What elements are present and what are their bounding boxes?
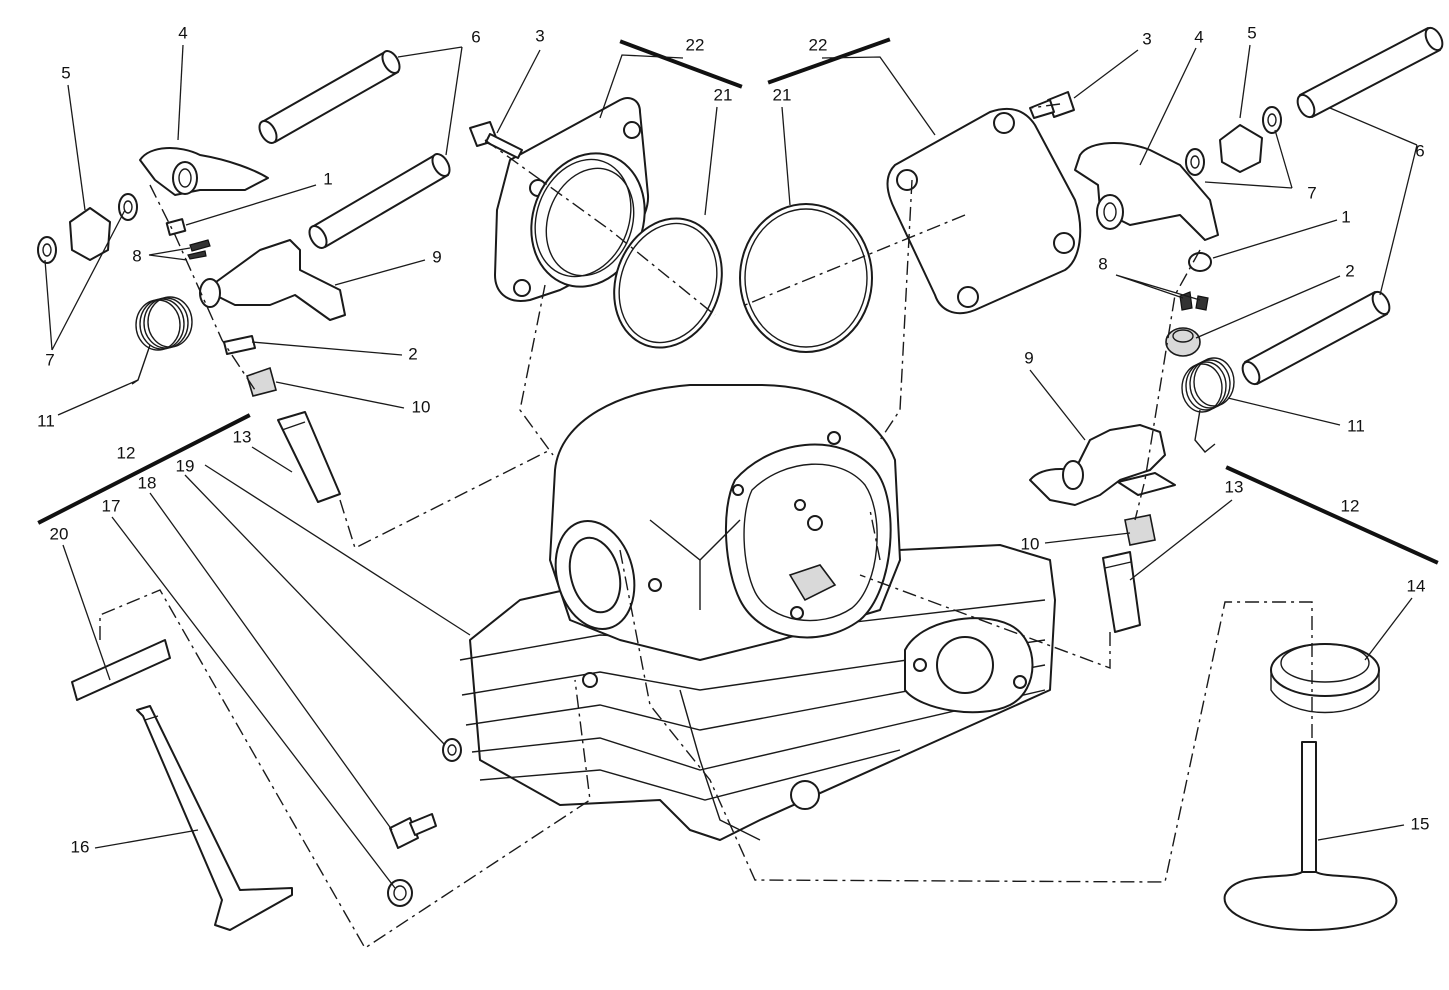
rocker-shaft-upper-right [1296,26,1444,119]
callout-14: 14 [1407,576,1426,595]
head-bolt-small [389,813,437,849]
valve-seal-right [1124,514,1156,546]
washer-head-bolt [442,738,462,762]
callout-7-right: 7 [1307,183,1316,202]
rocker-shaft-upper-left [258,50,401,144]
left-rocker-group [37,50,451,503]
callout-21-left: 21 [714,85,733,104]
bolt-left-cover [469,121,523,159]
shim-right [1188,252,1212,272]
callout-21-right: 21 [773,85,792,104]
rocker-shaft-lower-right [1241,290,1391,386]
callout-10-left: 10 [412,397,431,416]
callout-6-right: 6 [1415,141,1424,160]
spacer-left [69,207,111,261]
callout-8-right: 8 [1098,254,1107,273]
callout-20: 20 [50,524,69,543]
right-cover [886,107,1082,315]
valve-seat [1270,643,1380,714]
callout-2-right: 2 [1345,261,1354,280]
callout-12-left: 12 [117,443,136,462]
brackets [37,37,1439,565]
cap-left [223,335,256,355]
callout-8-left: 8 [132,246,141,265]
callout-1-right: 1 [1341,207,1350,226]
leader-lines [44,44,1418,889]
right-rocker-group [1029,26,1444,633]
callout-1-left: 1 [323,169,332,188]
callout-3-left: 3 [535,26,544,45]
callout-12-right: 12 [1341,496,1360,515]
left-cover [494,97,650,302]
half-cones-left [187,239,211,260]
o-ring-right [739,203,873,353]
washer-right-a [1185,148,1205,176]
callout-13-right: 13 [1225,477,1244,496]
exhaust-valve [1223,741,1398,931]
washer-left-b [37,236,57,264]
valve-guide-right [1102,551,1141,633]
callout-10-right: 10 [1021,534,1040,553]
callout-22-left: 22 [686,35,705,54]
callout-13-left: 13 [233,427,252,446]
washer-right-b [1262,106,1282,134]
shim-left [165,218,187,236]
spacer-right [1219,124,1263,173]
callout-17: 17 [102,496,121,515]
assembly-lines [99,103,1313,949]
return-spring-right [1181,357,1235,453]
intake-valve [136,705,293,931]
valve-guide-left [277,411,341,503]
rocker-shaft-lower-left [308,153,451,249]
callout-16: 16 [71,837,90,856]
callout-18: 18 [138,473,157,492]
callout-3-right: 3 [1142,29,1151,48]
callout-22-right: 22 [809,35,828,54]
bolt-right-cover [1029,91,1075,119]
callout-19: 19 [176,456,195,475]
callout-6-left: 6 [471,27,480,46]
callout-15: 15 [1411,814,1430,833]
callout-numbers: 4 5 6 1 8 9 7 2 10 11 13 12 19 18 17 20 … [37,23,1429,856]
closing-rocker-left [204,239,346,321]
callout-9-right: 9 [1024,348,1033,367]
callout-5-left: 5 [61,63,70,82]
rocker-arm-upper-left [139,147,269,196]
callout-4-left: 4 [178,23,187,42]
shim-pad [71,639,171,701]
return-spring-left [131,296,193,385]
cylinder-head [459,384,1056,841]
callout-7-left: 7 [45,350,54,369]
callout-9-left: 9 [432,247,441,266]
callout-11-left: 11 [37,411,55,430]
valve-seal-left [246,366,277,397]
o-ring-left [613,217,723,349]
closing-rocker-right [1029,424,1166,506]
callout-5-right: 5 [1247,23,1256,42]
callout-4-right: 4 [1194,27,1203,46]
callout-11-right: 11 [1347,416,1365,435]
callout-2-left: 2 [408,344,417,363]
